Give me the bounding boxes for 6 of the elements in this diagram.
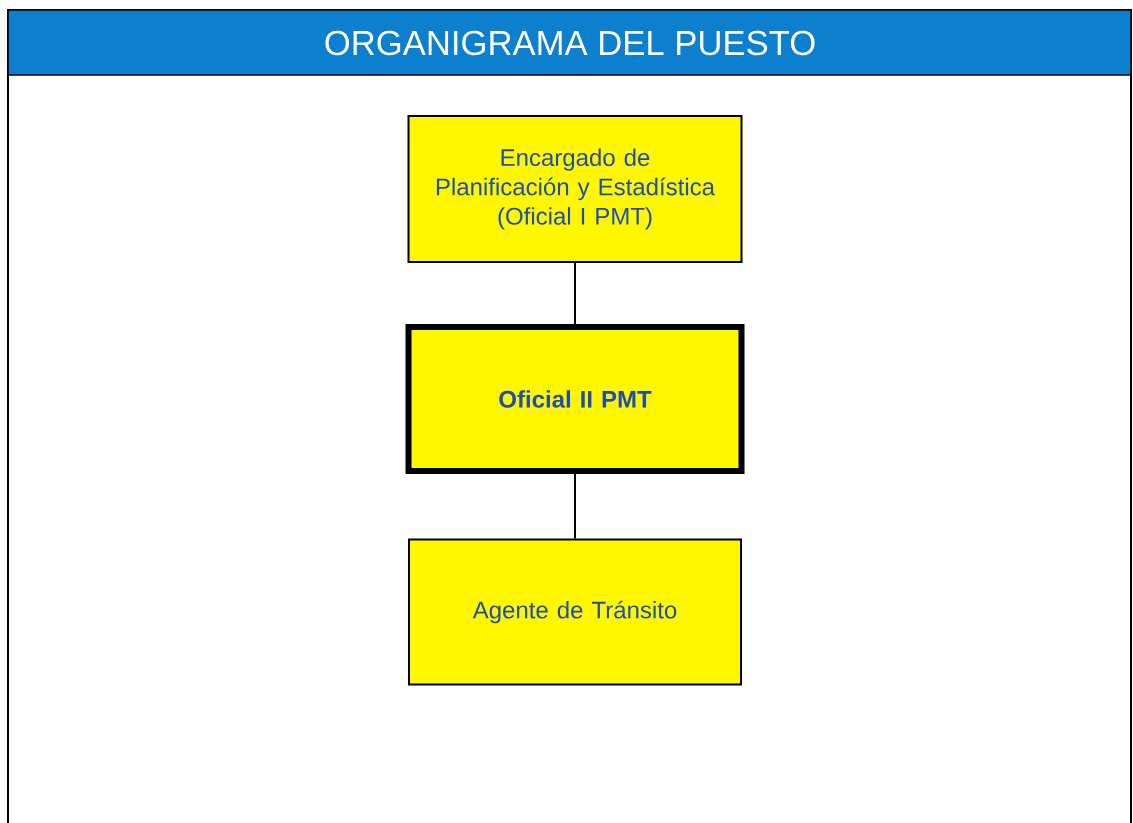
connector-line bbox=[574, 262, 576, 325]
org-box: Agente de Tránsito bbox=[408, 538, 742, 686]
connector-line bbox=[574, 473, 576, 540]
title-bar: ORGANIGRAMA DEL PUESTO bbox=[7, 9, 1132, 76]
org-box: Encargado de Planificación y Estadística (Oficial I PMT) bbox=[407, 115, 743, 263]
org-box: Oficial II PMT bbox=[405, 324, 745, 474]
